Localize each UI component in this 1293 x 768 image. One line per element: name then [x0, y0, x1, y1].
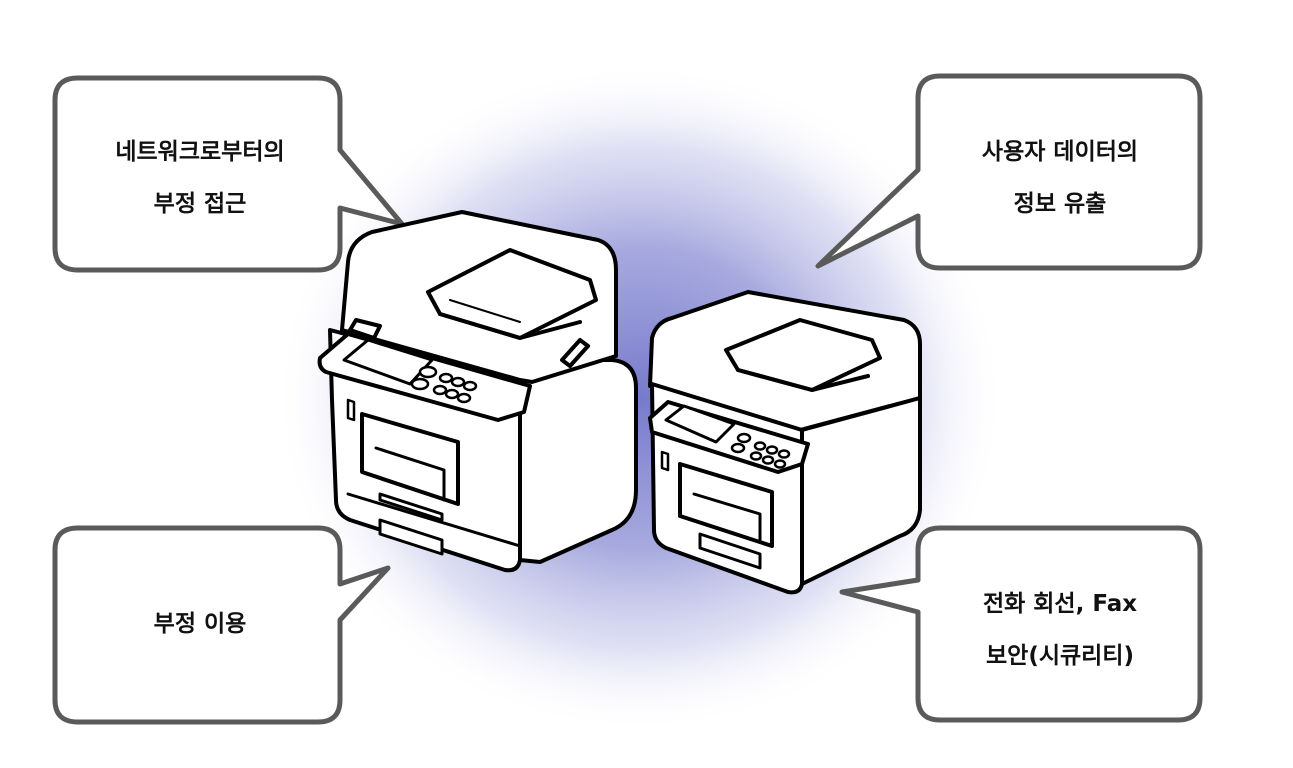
callout-bottom-left-line1: 부정 이용	[153, 611, 247, 637]
callout-top-right-line2: 정보 유출	[1013, 191, 1107, 217]
callout-text-top-right: 사용자 데이터의 정보 유출	[935, 126, 1185, 230]
callout-bottom-right-line1: 전화 회선, Fax	[982, 591, 1138, 617]
callout-bubble-top-right	[815, 73, 1203, 271]
callout-bubble-top-left	[52, 75, 405, 273]
callout-top-left-line2: 부정 접근	[153, 191, 247, 217]
callout-text-bottom-left: 부정 이용	[75, 598, 325, 650]
multifunction-printer-icon	[648, 290, 922, 595]
callout-bottom-right-line2: 보안(시큐리티)	[986, 643, 1134, 669]
multifunction-printer-icon	[317, 210, 638, 573]
callout-bubble-bottom-right	[839, 525, 1203, 723]
callout-top-right-line1: 사용자 데이터의	[981, 139, 1139, 165]
callout-top-left-line1: 네트워크로부터의	[115, 139, 285, 165]
callout-text-top-left: 네트워크로부터의 부정 접근	[75, 126, 325, 230]
callout-text-bottom-right: 전화 회선, Fax 보안(시큐리티)	[935, 578, 1185, 682]
callout-bubble-bottom-left	[52, 525, 391, 725]
